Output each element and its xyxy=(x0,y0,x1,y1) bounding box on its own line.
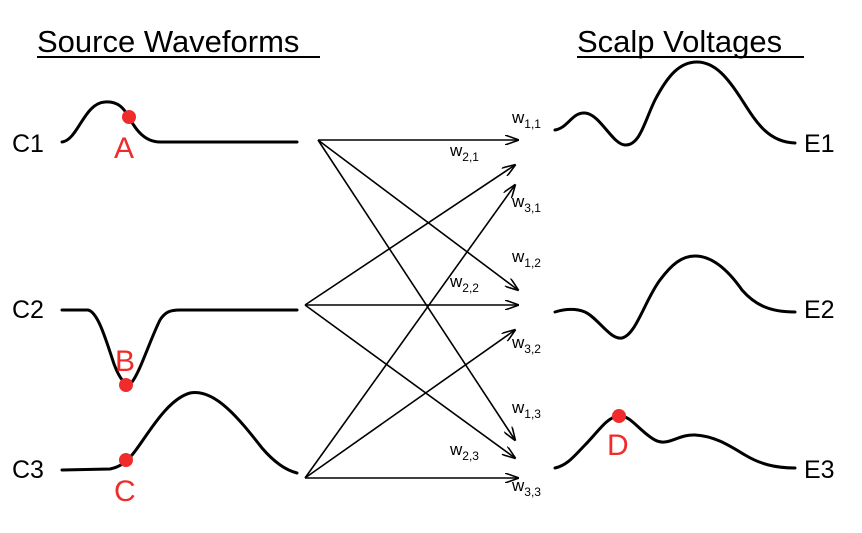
point-d-dot xyxy=(612,409,626,423)
source-waveform-c2 xyxy=(60,308,299,386)
arrow-c2-e3 xyxy=(304,304,515,458)
point-b-label: B xyxy=(115,345,135,378)
arrow-c3-e2 xyxy=(304,330,515,479)
source-waveform-c3 xyxy=(60,391,299,475)
arrow-c1-e2 xyxy=(317,139,518,290)
source-waveforms-title: Source Waveforms xyxy=(37,24,299,59)
point-c-dot xyxy=(119,453,133,467)
source-label-c3: C3 xyxy=(12,456,44,484)
weight-label: w1,1 xyxy=(511,108,541,131)
weight-label: w2,3 xyxy=(449,440,479,463)
source-waveform-c1 xyxy=(60,100,299,144)
scalp-waveform-e1 xyxy=(553,60,797,147)
weight-label: w3,3 xyxy=(511,476,541,499)
arrow-c1-e3 xyxy=(317,139,515,440)
arrow-c3-e1 xyxy=(304,185,515,479)
weight-label: w2,1 xyxy=(449,141,479,164)
scalp-waveform-e2 xyxy=(553,254,797,340)
weight-label: w2,2 xyxy=(449,272,479,295)
electrode-label-e2: E2 xyxy=(804,296,835,324)
point-b-dot xyxy=(119,378,133,392)
scalp-voltages-title: Scalp Voltages xyxy=(577,24,782,59)
electrode-label-e1: E1 xyxy=(804,130,835,158)
weight-label: w1,3 xyxy=(511,398,541,421)
arrow-c2-e1 xyxy=(304,165,515,306)
point-a-label: A xyxy=(114,132,134,165)
source-label-c2: C2 xyxy=(12,296,44,324)
point-a-dot xyxy=(122,110,136,124)
point-d-label: D xyxy=(607,429,629,462)
point-c-label: C xyxy=(114,475,136,508)
electrode-label-e3: E3 xyxy=(804,456,835,484)
weight-label: w3,1 xyxy=(511,192,541,215)
source-label-c1: C1 xyxy=(12,130,44,158)
scalp-waveform-e3 xyxy=(553,414,797,470)
weight-label: w1,2 xyxy=(511,247,541,270)
weight-label: w3,2 xyxy=(511,333,541,356)
